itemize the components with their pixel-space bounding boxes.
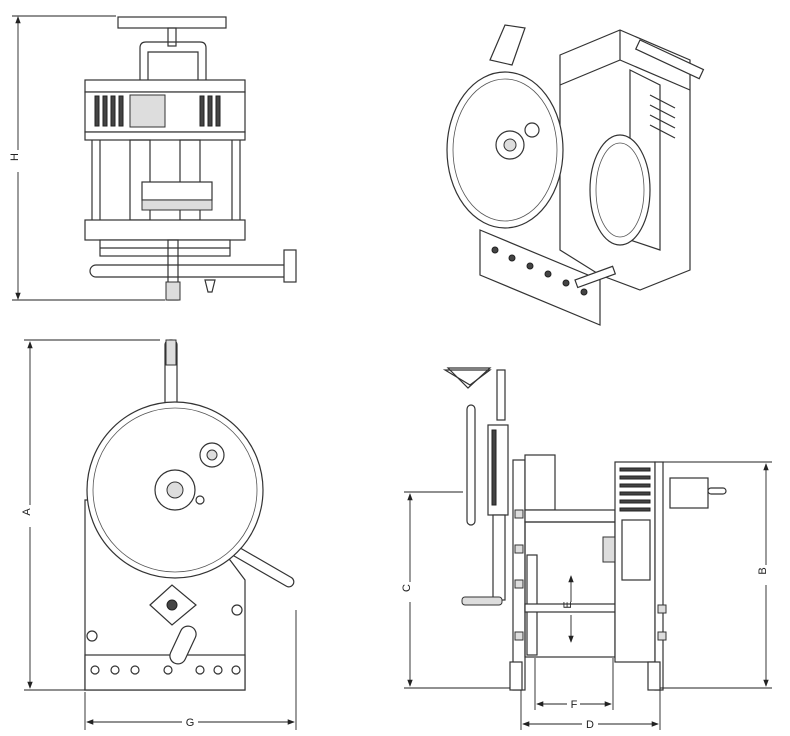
side-view bbox=[84, 339, 295, 691]
dimension-label-e: E bbox=[562, 601, 574, 608]
dimension-h: H bbox=[9, 15, 165, 301]
isometric-view bbox=[446, 24, 705, 326]
base-bolt-holes bbox=[90, 665, 241, 675]
vent-slots-right bbox=[199, 95, 221, 127]
dimension-g: G bbox=[84, 610, 297, 730]
dimension-d: D bbox=[520, 690, 661, 731]
dimension-label-c: C bbox=[401, 584, 413, 592]
dimension-e: E bbox=[562, 575, 574, 643]
dimension-b: B bbox=[660, 461, 772, 689]
dimension-label-h: H bbox=[9, 153, 21, 161]
dimension-f: F bbox=[534, 658, 614, 711]
vent-slots bbox=[649, 94, 676, 139]
base-bolts bbox=[491, 246, 588, 296]
dimension-a: A bbox=[21, 339, 160, 691]
dimension-label-a: A bbox=[21, 508, 33, 516]
dimension-label-g: G bbox=[186, 717, 195, 729]
vent-slots-left bbox=[94, 95, 124, 127]
dimension-label-b: B bbox=[757, 567, 769, 574]
dimension-label-f: F bbox=[571, 699, 578, 711]
front-view bbox=[442, 367, 727, 691]
dimension-c: C bbox=[401, 491, 510, 689]
dimension-label-d: D bbox=[586, 719, 594, 731]
top-view bbox=[84, 16, 297, 301]
vent-slots bbox=[619, 467, 651, 512]
frame-bolts bbox=[514, 509, 667, 641]
